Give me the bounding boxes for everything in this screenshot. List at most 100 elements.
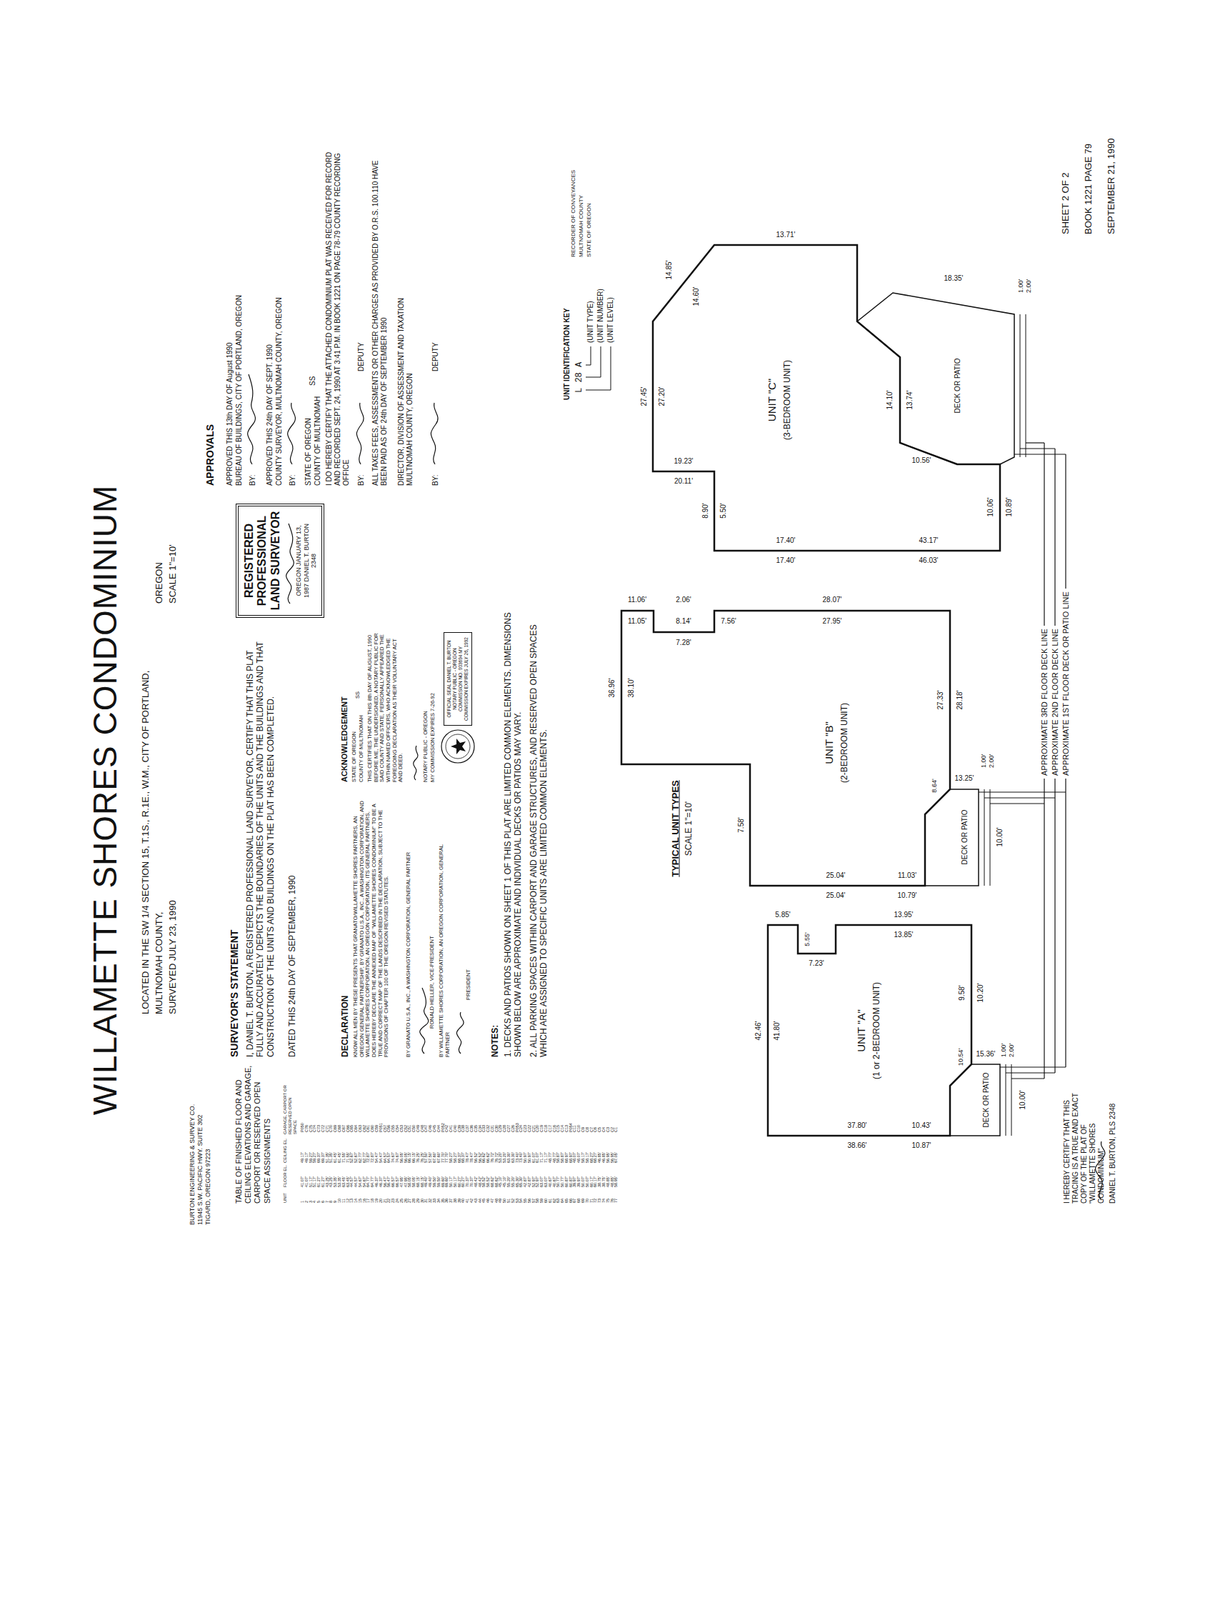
table-cell: 68.27'	[589, 1152, 594, 1163]
table-cell: 27	[407, 1198, 412, 1203]
table-cell: 76.25'	[415, 1152, 420, 1163]
dimension-label: 7.58'	[737, 815, 745, 834]
table-cell: C22	[527, 1125, 532, 1133]
table-cell: 69.60'	[440, 1176, 445, 1188]
dimension-label: 36.96'	[608, 677, 616, 700]
table-cell: C47	[423, 1125, 428, 1133]
table-cell: 13	[349, 1198, 354, 1203]
table-cell: C29	[497, 1125, 503, 1133]
plat-text: 1.00'	[1017, 279, 1025, 293]
table-cell: 44	[477, 1198, 483, 1203]
table-cell: C60	[370, 1125, 375, 1133]
table-cell: 36	[444, 1198, 449, 1203]
table-cell: 46	[485, 1198, 490, 1203]
dimension-label: 25.04'	[825, 892, 848, 900]
outline-shape	[857, 292, 1015, 465]
table-cell: 62.77'	[362, 1152, 367, 1163]
table-cell: 63.30'	[510, 1152, 515, 1163]
table-cell: 40.67'	[547, 1176, 553, 1188]
dimension-label: 19.23'	[672, 457, 695, 465]
table-cell: 58.52'	[485, 1176, 490, 1188]
table-cell: 67.60'	[432, 1152, 437, 1163]
plat-text: APPROXIMATE 3RD FLOOR DECK LINE	[1040, 625, 1049, 779]
plat-text: (UNIT LEVEL)	[606, 297, 615, 343]
table-cell: 63	[555, 1198, 560, 1203]
table-cell: C41	[448, 1125, 453, 1133]
offset-line	[1005, 1064, 1012, 1136]
table-cell: C21	[531, 1125, 536, 1133]
plat-text: KNOW ALL MEN BY THESE PRESENTS THAT GRAN…	[352, 800, 390, 1058]
plat-text: COUNTY SURVEYOR, MULTNOMAH COUNTY, OREGO…	[275, 297, 284, 486]
table-cell: C6	[592, 1127, 598, 1133]
plat-text: BY WILLAMETTE SHORES CORPORATION, AN ORE…	[438, 842, 451, 1058]
unit-type: (1 or 2-BEDROOM UNIT)	[871, 982, 882, 1080]
dimension-label: 10.20'	[977, 982, 985, 1005]
signature	[456, 1012, 464, 1054]
table-cell: 49.17'	[304, 1152, 309, 1163]
table-cell: 72.87'	[365, 1152, 370, 1163]
table-cell: 63.45'	[341, 1176, 346, 1188]
notary-seal: OFFICIAL SEAL DANIEL T. BURTON NOTARY PU…	[440, 632, 476, 765]
table-cell: 56.05'	[403, 1152, 408, 1163]
table-cell: C15	[555, 1125, 560, 1133]
table-cell: 68	[576, 1198, 581, 1203]
dimension-label: 20.11'	[672, 477, 695, 485]
table-cell: 68.97'	[564, 1152, 569, 1163]
table-cell: 71.55'	[345, 1152, 350, 1163]
table-cell: 66.62'	[481, 1152, 486, 1163]
plat-text: SURVEYED JULY 23, 1990	[167, 900, 179, 1015]
table-cell: 30	[420, 1198, 425, 1203]
table-cell: C50	[411, 1125, 416, 1133]
plat-text: SHEET 2 OF 2	[1060, 172, 1072, 235]
seal-star	[450, 738, 466, 755]
signature	[356, 402, 364, 465]
unit-type: (3-BEDROOM UNIT)	[782, 360, 793, 440]
table-cell: 64.77'	[365, 1176, 370, 1188]
table-cell: 16	[362, 1198, 367, 1203]
dimension-label: 10.56'	[910, 457, 933, 465]
table-cell: 69.60'	[444, 1176, 449, 1188]
table-cell: 71.17'	[543, 1152, 548, 1163]
plat-text: BY GRANATO U.S.A., INC., A WASHINGTON CO…	[405, 842, 413, 1058]
table-cell: 46.85'	[597, 1152, 602, 1163]
table-cell: C37	[465, 1125, 470, 1133]
table-cell: 61	[547, 1198, 553, 1203]
table-cell: C62	[362, 1125, 367, 1133]
deck-lines	[978, 442, 1066, 1079]
table-cell: C59	[374, 1125, 379, 1133]
deck-line	[978, 791, 1066, 793]
table-cell: 20	[378, 1198, 383, 1203]
node-text-box: DECK OR PATIO	[960, 810, 969, 865]
dimension-label: 10.79'	[896, 892, 919, 900]
table-cell: 21	[382, 1198, 388, 1203]
seal-ring	[445, 734, 470, 759]
table-cell: 58.87'	[555, 1152, 560, 1163]
node-text-box: UNIT "A"(1 or 2-BEDROOM UNIT)	[855, 982, 882, 1080]
table-cell: P053	[515, 1122, 520, 1133]
table-cell: 42	[469, 1198, 474, 1203]
table-cell: 57.50'	[427, 1152, 433, 1163]
outline-path	[925, 789, 979, 886]
dimension-label: 27.45'	[640, 385, 648, 408]
table-cell: 39.97'	[576, 1176, 581, 1188]
table-cell: C66	[345, 1125, 350, 1133]
table-cell: 7	[325, 1200, 330, 1203]
table-cell: 68.37'	[457, 1152, 462, 1163]
table-cell: C14	[560, 1125, 565, 1133]
plat-text: NOTARY PUBLIC - OREGON	[422, 710, 430, 783]
surveyor-stamp: REGISTERED PROFESSIONAL LAND SURVEYORORE…	[235, 503, 325, 618]
dimension-label: 10.89'	[1005, 496, 1013, 519]
plat-text: APPROVED THIS 13th DAY OF August 1990	[225, 342, 235, 486]
table-cell: C69	[332, 1125, 338, 1133]
signatures	[247, 374, 1105, 1200]
dimension-label: 11.05'	[626, 617, 648, 625]
plat-text: I HEREBY CERTIFY THAT THIS TRACING IS A …	[1062, 1082, 1106, 1204]
plat-text: BY:	[431, 474, 440, 486]
plat-text: MY COMMISSION EXPIRES 7-26-92	[430, 692, 437, 783]
table-cell: 54.47'	[374, 1152, 379, 1163]
table-cell: C71	[325, 1125, 330, 1133]
table-cell: 52	[510, 1198, 515, 1203]
table-cell: C5	[597, 1127, 602, 1133]
table-cell: C33	[481, 1125, 486, 1133]
